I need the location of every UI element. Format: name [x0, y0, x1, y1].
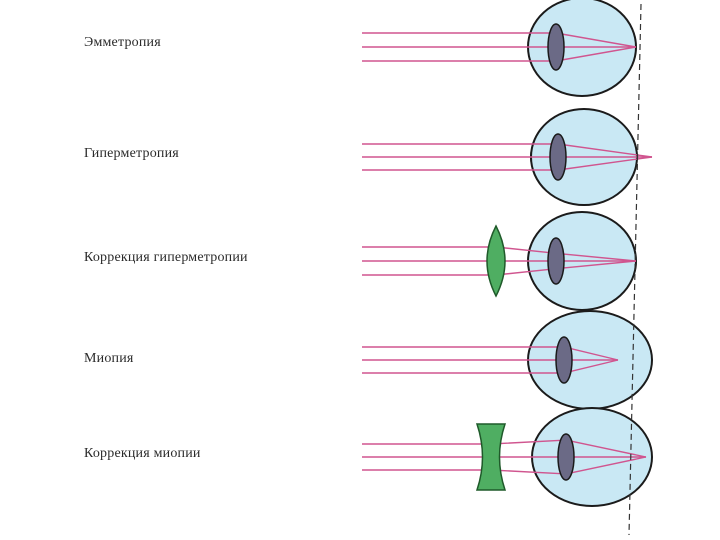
label-hyperopia-correction: Коррекция гиперметропии: [84, 250, 248, 265]
eye-row-3: [362, 211, 637, 311]
label-hyperopia: Гиперметропия: [84, 146, 179, 161]
eye-row-5: [362, 407, 653, 507]
eye-row-2: [362, 108, 653, 206]
label-myopia: Миопия: [84, 351, 134, 366]
eye-rows: [362, 0, 653, 507]
crystalline-lens: [547, 237, 565, 285]
light-ray: [362, 456, 647, 475]
label-emmetropia: Эмметропия: [84, 35, 161, 50]
convex-corrective-lens: [486, 224, 506, 298]
crystalline-lens: [547, 23, 565, 71]
eye-row-1: [362, 0, 637, 97]
light-ray: [362, 246, 637, 262]
eye-row-4: [362, 310, 653, 410]
light-ray: [362, 260, 637, 276]
concave-corrective-lens: [475, 423, 507, 491]
crystalline-lens: [557, 433, 575, 481]
crystalline-lens: [549, 133, 567, 181]
crystalline-lens: [555, 336, 573, 384]
label-myopia-correction: Коррекция миопии: [84, 446, 201, 461]
light-ray: [362, 439, 647, 458]
eyeball: [527, 0, 637, 97]
retina-reference-line: [628, 3, 642, 536]
